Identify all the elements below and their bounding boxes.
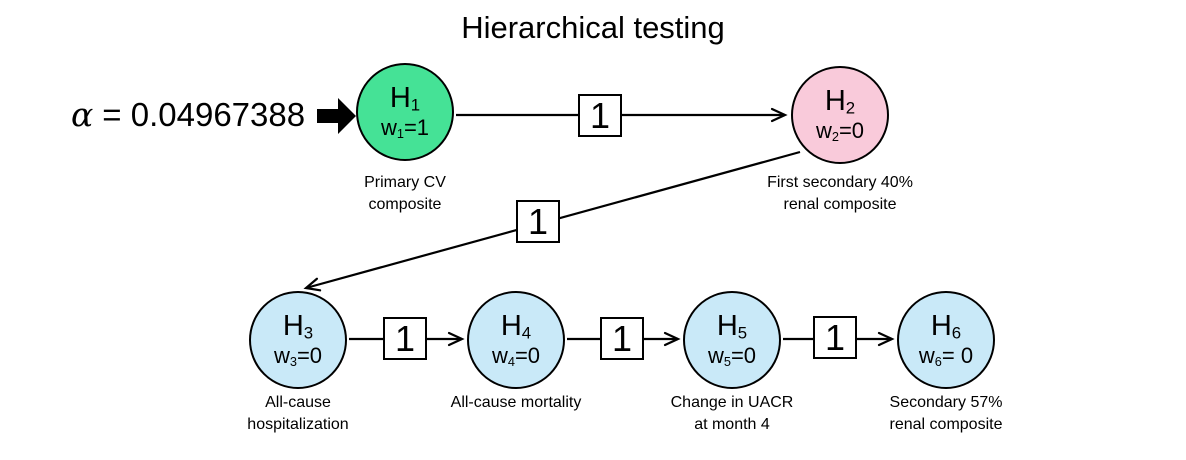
edge-weight-box-h3-h4: 1 — [383, 317, 427, 360]
edge-weight-box-h2-h3: 1 — [516, 200, 560, 243]
alpha-right-arrow-icon — [317, 98, 356, 134]
node-h5-weight: w5=0 — [707, 342, 757, 369]
node-h5-caption: Change in UACR at month 4 — [670, 394, 794, 434]
node-h4-weight: w4=0 — [491, 342, 541, 369]
node-h1-label: H1 — [389, 82, 421, 116]
node-h6-weight: w6= 0 — [918, 342, 974, 369]
node-h6-caption: Secondary 57% renal composite — [889, 394, 1003, 434]
node-h1: H1 w1=1 — [356, 63, 454, 161]
edge-weight-box-h1-h2: 1 — [578, 94, 622, 137]
node-h2: H2 w2=0 — [791, 66, 889, 164]
node-h1-weight: w1=1 — [380, 114, 430, 141]
node-h6: H6 w6= 0 — [897, 291, 995, 389]
node-h2-label: H2 — [824, 85, 856, 119]
alpha-equation: = 0.04967388 — [102, 96, 306, 133]
node-h5: H5 w5=0 — [683, 291, 781, 389]
page-title: Hierarchical testing — [461, 10, 725, 45]
node-h4: H4 w4=0 — [467, 291, 565, 389]
node-h2-caption: First secondary 40% renal composite — [767, 174, 913, 214]
edge-weight-box-h5-h6: 1 — [813, 316, 857, 359]
node-h4-label: H4 — [500, 310, 532, 344]
node-h4-caption: All-cause mortality — [450, 394, 582, 411]
node-h5-label: H5 — [716, 310, 748, 344]
node-h3-label: H3 — [282, 310, 314, 344]
alpha-label: α= 0.04967388 — [71, 95, 305, 134]
node-h3-caption: All-cause hospitalization — [247, 394, 349, 434]
node-h3: H3 w3=0 — [249, 291, 347, 389]
node-h1-caption: Primary CV composite — [364, 174, 446, 214]
alpha-symbol: α — [71, 95, 94, 134]
node-h2-weight: w2=0 — [815, 117, 865, 144]
edge-weight-box-h4-h5: 1 — [600, 317, 644, 360]
node-h6-label: H6 — [930, 310, 962, 344]
node-h3-weight: w3=0 — [273, 342, 323, 369]
